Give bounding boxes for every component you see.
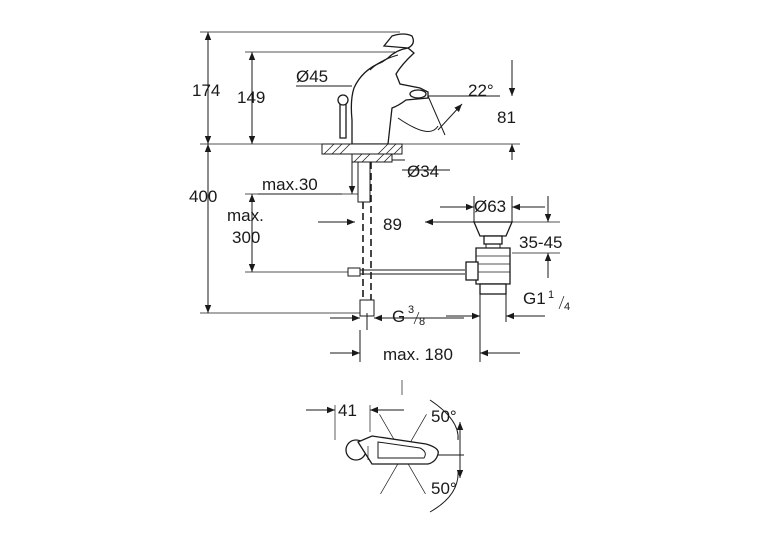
- label-g38-main: G: [392, 307, 405, 326]
- label-81: 81: [497, 108, 516, 127]
- dim-d63: Ø63: [440, 196, 545, 222]
- popup-rod: [347, 267, 465, 277]
- dim-max30: max.30: [258, 160, 356, 195]
- label-41: 41: [338, 401, 357, 420]
- dim-d45: Ø45: [296, 67, 352, 87]
- dim-g114: G1 1 4: [446, 289, 570, 362]
- label-50deg-bottom: 50°: [431, 479, 457, 498]
- label-35-45: 35-45: [519, 233, 562, 252]
- dim-400: 400: [189, 144, 217, 313]
- dim-max180: max. 180: [330, 330, 520, 364]
- mounting-deck: [321, 143, 403, 163]
- label-50deg-top: 50°: [431, 407, 457, 426]
- label-max300-line1: max.: [227, 206, 264, 225]
- label-g38-num: 3: [408, 304, 414, 316]
- label-149: 149: [237, 88, 265, 107]
- label-174: 174: [192, 81, 220, 100]
- dim-max300: max. 300: [227, 194, 264, 272]
- dim-22deg: 22°: [397, 81, 500, 136]
- side-view: 174 149 400 max. 300 max.30: [189, 31, 570, 364]
- dim-41: 41: [306, 401, 404, 440]
- dim-g38: G 3 8: [330, 304, 464, 328]
- dim-149: 149: [237, 52, 265, 144]
- dim-35-45: 35-45: [512, 196, 562, 278]
- dim-50deg-bottom: 50°: [429, 455, 464, 513]
- dim-81: 81: [497, 60, 516, 160]
- faucet-body: [337, 33, 429, 145]
- top-view: 41 50° 50°: [306, 380, 464, 513]
- faucet-top: [345, 435, 439, 465]
- label-400: 400: [189, 187, 217, 206]
- label-g38-den: 8: [419, 316, 425, 328]
- supply-hoses: [357, 161, 375, 330]
- label-max300-line2: 300: [232, 228, 260, 247]
- label-max30: max.30: [262, 175, 318, 194]
- waste-drain: [465, 221, 513, 295]
- label-d45: Ø45: [296, 67, 328, 86]
- label-d34: Ø34: [407, 162, 439, 181]
- label-89: 89: [383, 215, 402, 234]
- label-g114-num: 1: [548, 289, 554, 301]
- dim-89: 89: [318, 215, 474, 234]
- dim-d34: Ø34: [392, 159, 450, 181]
- label-22deg: 22°: [468, 81, 494, 100]
- label-g114-main: G1: [523, 289, 546, 308]
- label-d63: Ø63: [474, 197, 506, 216]
- dim-174: 174: [192, 32, 220, 144]
- label-max180: max. 180: [383, 345, 453, 364]
- label-g114-den: 4: [564, 301, 570, 313]
- dim-50deg-top: 50°: [429, 399, 464, 455]
